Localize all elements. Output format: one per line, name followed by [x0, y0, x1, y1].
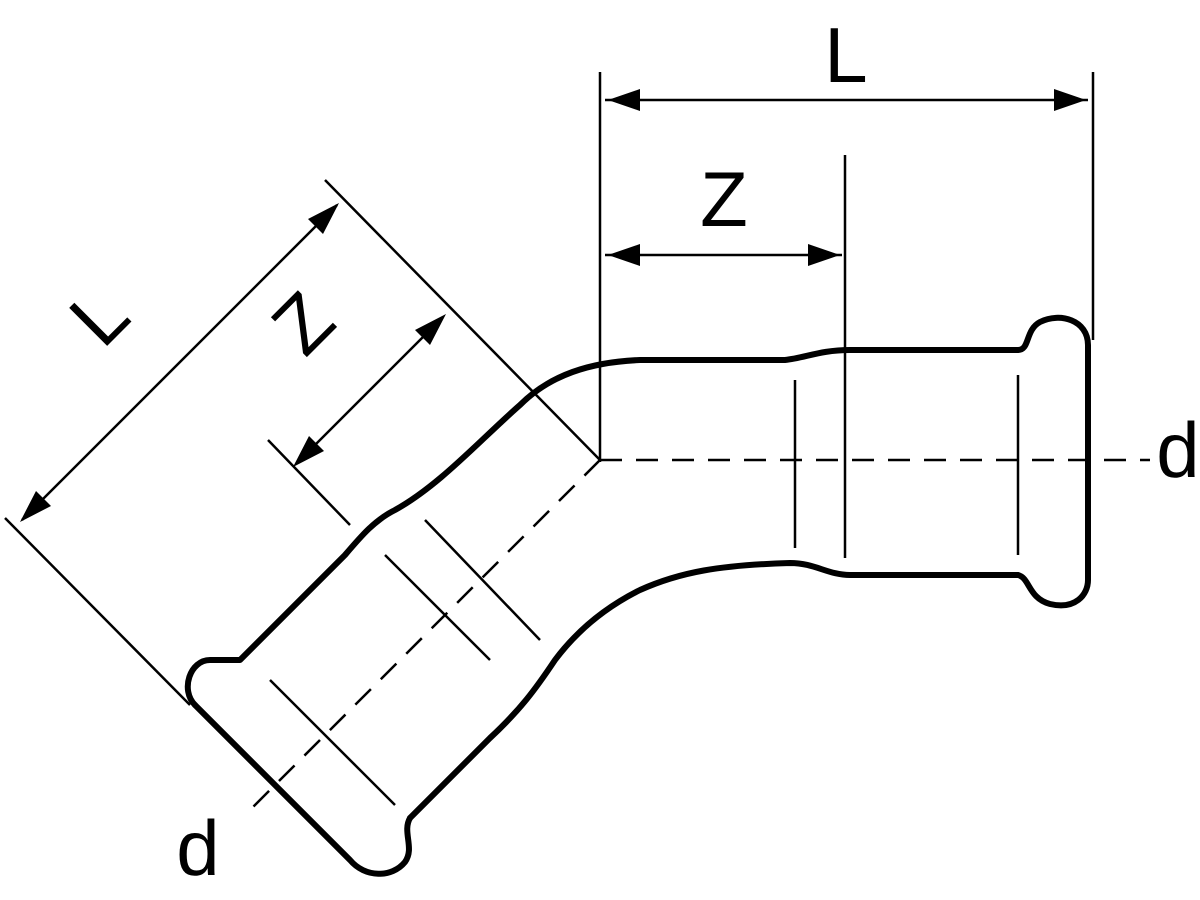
label-insertion-angled: Z — [255, 275, 351, 371]
dimension-length-angled: L — [20, 203, 339, 522]
label-length-angled: L — [52, 269, 145, 362]
center-lines — [244, 458, 1150, 816]
label-diameter-left: d — [176, 804, 219, 892]
label-insertion-top: Z — [700, 155, 748, 243]
fitting-bottom-wall — [407, 560, 1021, 821]
arrow-right-icon — [1054, 89, 1086, 111]
label-diameter-right: d — [1156, 406, 1199, 494]
fitting-inner-marks — [269, 155, 1020, 806]
fitting-top-wall — [184, 347, 1021, 708]
label-length-top: L — [824, 11, 867, 99]
arrow-right-icon — [808, 244, 840, 266]
arrow-up-right-icon — [308, 203, 339, 234]
fitting-right-socket-end — [1015, 314, 1091, 609]
arrow-up-right-icon — [415, 314, 446, 345]
arrow-down-left-icon — [20, 491, 51, 522]
center-line-angled — [244, 459, 601, 816]
dimension-insertion-top: Z — [605, 155, 842, 266]
fitting-outline — [184, 314, 1091, 877]
extension-lines — [4, 72, 1095, 706]
arrow-left-icon — [608, 89, 640, 111]
fitting-left-socket-end — [192, 702, 413, 877]
arrow-down-left-icon — [293, 436, 324, 467]
arrow-left-icon — [608, 244, 640, 266]
dimension-length-top: L — [605, 11, 1088, 111]
dimension-insertion-angled: Z — [255, 275, 446, 467]
